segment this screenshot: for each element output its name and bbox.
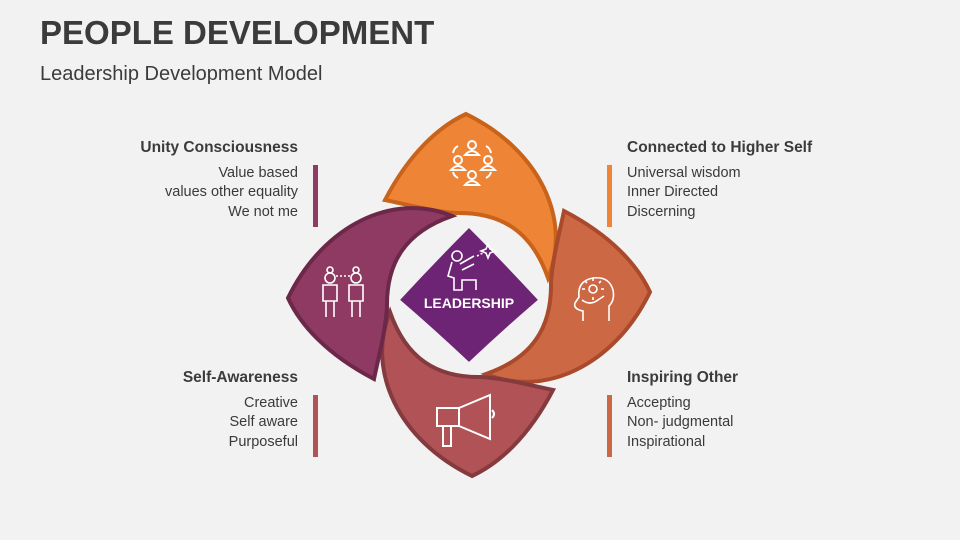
team-circle-icon [448,140,498,186]
megaphone-icon [436,393,495,447]
accent-bar [313,395,318,457]
accent-bar [607,395,612,457]
block-line: Accepting [627,394,691,411]
block-self-awareness: Self-Awareness Creative Self aware Purpo… [182,368,318,457]
block-title: Self-Awareness [182,369,298,386]
block-connected-higher-self: Connected to Higher Self Universal wisdo… [607,138,813,227]
block-line: Discerning [627,203,696,220]
two-people-connected-icon [322,266,364,317]
center-diamond [395,223,543,367]
block-line: We not me [228,203,298,220]
block-inspiring-other: Inspiring Other Accepting Non- judgmenta… [607,368,739,457]
page-title: PEOPLE DEVELOPMENT [40,14,435,51]
mind-hand-icon [573,276,615,321]
block-title: Unity Consciousness [140,139,298,156]
block-line: Creative [244,394,298,411]
block-line: Universal wisdom [627,164,741,181]
center-label: LEADERSHIP [424,295,514,311]
accent-bar [313,165,318,227]
accent-bar [607,165,612,227]
block-line: Purposeful [228,433,298,450]
block-title: Connected to Higher Self [627,139,813,156]
block-title: Inspiring Other [627,369,739,386]
page-subtitle: Leadership Development Model [40,63,323,85]
block-line: Inner Directed [627,184,719,200]
block-line: Value based [218,164,298,181]
block-line: Non- judgmental [627,414,734,430]
block-unity-consciousness: Unity Consciousness Value based values o… [140,138,318,227]
leader-pointing-icon [447,241,498,291]
block-line: values other equality [165,184,298,200]
block-line: Self aware [229,414,298,430]
block-line: Inspirational [627,433,706,450]
